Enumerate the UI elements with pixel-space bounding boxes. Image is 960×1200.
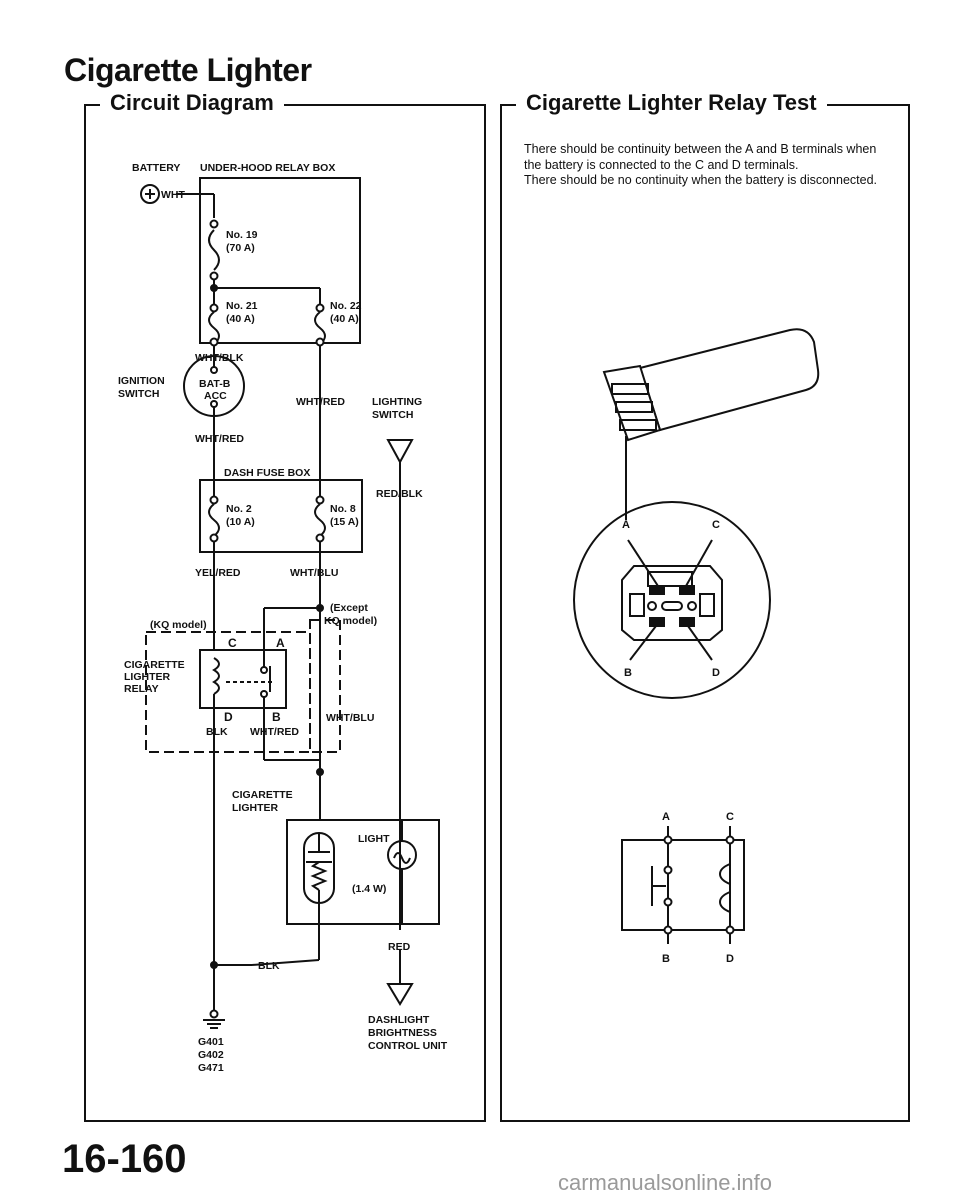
label-battery: BATTERY <box>132 162 180 174</box>
label-ignition-2: SWITCH <box>118 388 159 400</box>
label-lighter-2: LIGHTER <box>232 802 278 814</box>
label-dash-1: DASHLIGHT <box>368 1014 430 1026</box>
label-acc: ACC <box>204 390 227 402</box>
label-dash-3: CONTROL UNIT <box>368 1040 448 1052</box>
label-fuse21-amp: (40 A) <box>226 313 255 325</box>
label-light: LIGHT <box>358 833 390 845</box>
relay-test-instructions: There should be continuity between the A… <box>524 142 894 189</box>
label-relay-3: RELAY <box>124 683 159 695</box>
label-wht-blu-2: WHT/BLU <box>326 712 374 724</box>
label-dash-2: BRIGHTNESS <box>368 1027 437 1039</box>
label-blk-1: BLK <box>206 726 228 738</box>
label-lighting-1: LIGHTING <box>372 396 422 408</box>
except-kq-frame <box>309 619 341 753</box>
label-kq-model: (KQ model) <box>150 619 207 631</box>
dash-fuse-box <box>199 479 363 553</box>
relay-labels: A C B D A C B D <box>622 519 734 965</box>
relay-schematic <box>621 826 745 944</box>
connector-label-c: C <box>712 519 720 531</box>
page-title: Cigarette Lighter <box>64 52 312 88</box>
label-g471: G471 <box>198 1062 224 1074</box>
label-g401: G401 <box>198 1036 224 1048</box>
light-bulb-symbol <box>387 840 417 870</box>
label-wht: WHT <box>161 189 185 201</box>
connector-label-d: D <box>712 667 720 679</box>
schematic-label-c: C <box>726 811 734 823</box>
label-fuse19-amp: (70 A) <box>226 242 255 254</box>
label-relay-1: CIGARETTE <box>124 659 185 671</box>
lighting-switch-symbol <box>386 439 414 465</box>
connector-terminal-view <box>573 501 771 699</box>
label-fuse8-no: No. 8 <box>330 503 356 515</box>
connector-label-b: B <box>624 667 632 679</box>
schematic-label-a: A <box>662 811 670 823</box>
label-term-d: D <box>224 710 233 724</box>
label-yel-red: YEL/RED <box>195 567 241 579</box>
battery-icon <box>140 184 160 204</box>
label-wht-red-2: WHT/RED <box>195 433 244 445</box>
label-except-2: KQ model) <box>324 615 377 627</box>
label-dash-fuse-box: DASH FUSE BOX <box>224 467 310 479</box>
watermark: carmanualsonline.info <box>558 1170 773 1195</box>
connector-circle <box>573 501 771 699</box>
relay-test-panel: Cigarette Lighter Relay Test There shoul… <box>500 90 910 1122</box>
dashlight-control-symbol <box>386 983 414 1006</box>
circuit-diagram-panel: Circuit Diagram <box>84 90 486 1122</box>
under-hood-relay-box <box>199 177 361 344</box>
label-term-c: C <box>228 636 237 650</box>
page-number: 16-160 <box>62 1137 187 1181</box>
label-wht-blu-1: WHT/BLU <box>290 567 338 579</box>
label-wht-red-3: WHT/RED <box>250 726 299 738</box>
cigarette-lighter-box <box>286 819 440 925</box>
relay-test-paragraph-1: There should be continuity between the A… <box>524 142 877 172</box>
label-lighter-1: CIGARETTE <box>232 789 293 801</box>
label-g402: G402 <box>198 1049 224 1061</box>
label-under-hood-box: UNDER-HOOD RELAY BOX <box>200 162 335 174</box>
schematic-label-b: B <box>662 953 670 965</box>
label-bat-b: BAT-B <box>199 378 231 390</box>
wiring <box>145 177 440 1029</box>
circuit-labels: BATTERY UNDER-HOOD RELAY BOX WHT No. 19 … <box>118 162 448 1074</box>
label-fuse19-no: No. 19 <box>226 229 258 241</box>
label-fuse2-no: No. 2 <box>226 503 252 515</box>
schematic-label-d: D <box>726 953 734 965</box>
label-term-a: A <box>276 636 285 650</box>
label-fuse2-amp: (10 A) <box>226 516 255 528</box>
label-wht-red-1: WHT/RED <box>296 396 345 408</box>
label-wht-blk: WHT/BLK <box>195 352 244 364</box>
kq-model-frame <box>145 631 311 753</box>
label-blk-2: BLK <box>258 960 280 972</box>
relay-schematic-box <box>621 839 745 931</box>
label-watt: (1.4 W) <box>352 883 386 895</box>
label-ignition-1: IGNITION <box>118 375 165 387</box>
cigarette-lighter-relay <box>199 649 287 709</box>
relay-test-heading: Cigarette Lighter Relay Test <box>516 90 827 116</box>
connector-label-a: A <box>622 519 630 531</box>
label-fuse22-amp: (40 A) <box>330 313 359 325</box>
relay-illustration <box>602 328 820 520</box>
circuit-diagram-heading: Circuit Diagram <box>100 90 284 116</box>
label-lighting-2: SWITCH <box>372 409 413 421</box>
label-red-blk: RED/BLK <box>376 488 423 500</box>
label-fuse22-no: No. 22 <box>330 300 362 312</box>
label-term-b: B <box>272 710 281 724</box>
label-fuse8-amp: (15 A) <box>330 516 359 528</box>
relay-test-paragraph-2: There should be no continuity when the b… <box>524 173 877 187</box>
label-except-1: (Except <box>330 602 368 614</box>
label-relay-2: LIGHTER <box>124 671 170 683</box>
label-red: RED <box>388 941 411 953</box>
label-fuse21-no: No. 21 <box>226 300 258 312</box>
